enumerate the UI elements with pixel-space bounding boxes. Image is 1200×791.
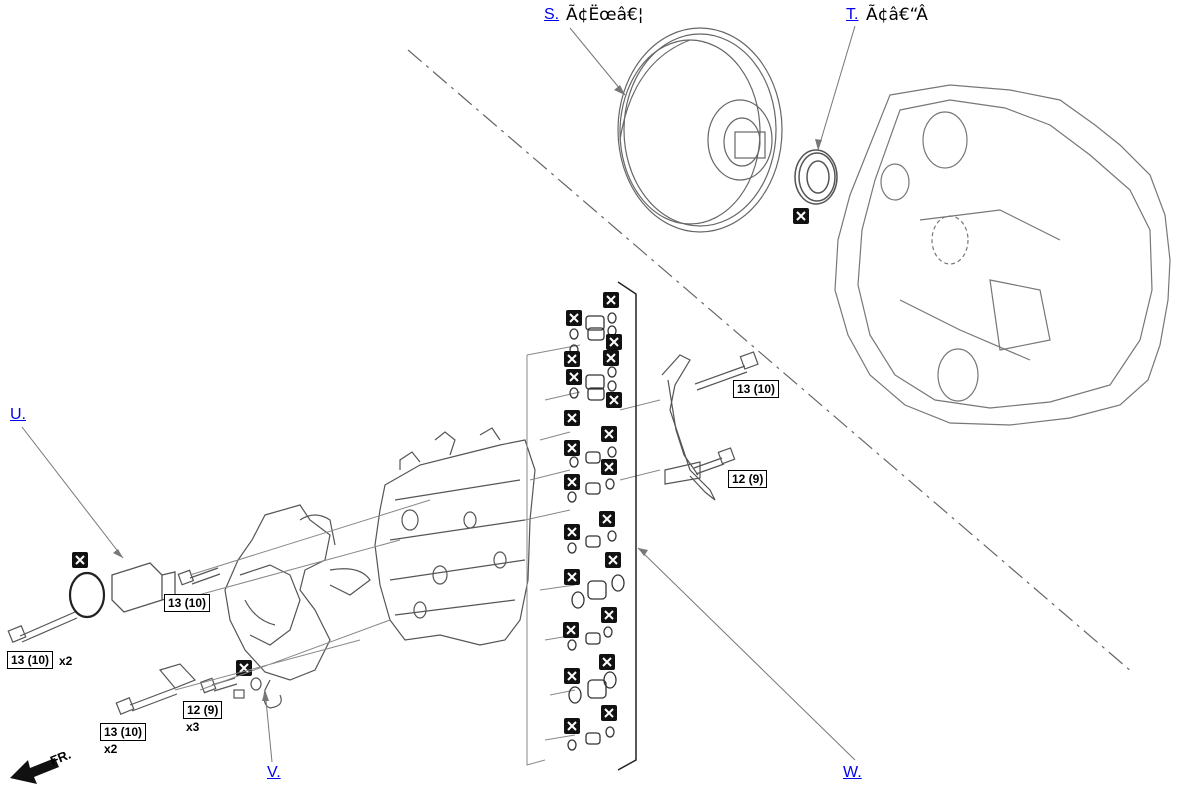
callout-s-text: Ã¢Ëœâ€¦ bbox=[566, 5, 644, 25]
torque-spec-label: 13 (10) bbox=[733, 380, 780, 398]
quantity-label: x2 bbox=[59, 654, 73, 668]
callout-arrowheads bbox=[113, 85, 822, 701]
callout-t-link[interactable]: T. bbox=[846, 6, 859, 23]
callout-v-link[interactable]: V. bbox=[267, 764, 281, 781]
replace-part-icon bbox=[600, 458, 618, 476]
callout-t-text: Ã¢â€“Â bbox=[866, 5, 928, 25]
center-axis-line bbox=[407, 49, 1133, 673]
replace-part-icon bbox=[600, 606, 618, 624]
replace-part-icon bbox=[563, 568, 581, 586]
torque-spec-label: 13 (10) bbox=[7, 651, 54, 669]
torque-spec-label: 13 (10) bbox=[164, 594, 211, 612]
replace-part-icon bbox=[563, 717, 581, 735]
quantity-label: x2 bbox=[104, 742, 118, 756]
wire-harness-bracket bbox=[224, 504, 371, 709]
callout-s-link[interactable]: S. bbox=[544, 6, 560, 23]
torque-spec-label: 12 (9) bbox=[183, 701, 223, 719]
replace-part-icon bbox=[602, 349, 620, 367]
oil-seal bbox=[794, 149, 838, 205]
replace-part-icon bbox=[563, 350, 581, 368]
solenoid bbox=[68, 562, 176, 619]
replace-part-icon bbox=[563, 523, 581, 541]
replace-part-icon bbox=[562, 621, 580, 639]
replace-part-icon bbox=[598, 653, 616, 671]
replace-part-icon bbox=[563, 473, 581, 491]
torque-spec-label: 13 (10) bbox=[100, 723, 147, 741]
transmission-housing bbox=[834, 84, 1171, 426]
replace-part-icon bbox=[71, 551, 89, 569]
replace-part-icon bbox=[600, 425, 618, 443]
replace-part-icon bbox=[605, 333, 623, 351]
front-arrow-icon bbox=[10, 758, 59, 784]
replace-part-icon bbox=[602, 291, 620, 309]
replace-part-icon bbox=[563, 439, 581, 457]
pipe-bracket bbox=[661, 354, 716, 501]
callout-u-link[interactable]: U. bbox=[10, 406, 26, 423]
callout-w-link[interactable]: W. bbox=[843, 764, 862, 781]
replace-part-icon bbox=[565, 368, 583, 386]
replace-part-icon bbox=[565, 309, 583, 327]
quantity-label: x3 bbox=[186, 720, 200, 734]
replace-part-icon bbox=[604, 551, 622, 569]
accumulator-components bbox=[567, 312, 625, 751]
replace-part-icon bbox=[792, 207, 810, 225]
replace-part-markers bbox=[562, 291, 623, 735]
replace-part-icon bbox=[605, 391, 623, 409]
bolt bbox=[7, 611, 78, 643]
assembly-guide-lines bbox=[174, 344, 661, 766]
replace-part-icon bbox=[600, 704, 618, 722]
group-bracket bbox=[617, 281, 637, 771]
replace-part-icon bbox=[563, 409, 581, 427]
bolt bbox=[693, 447, 736, 475]
torque-spec-label: 12 (9) bbox=[728, 470, 768, 488]
valve-body bbox=[374, 427, 536, 646]
bolt bbox=[177, 567, 221, 586]
replace-part-icon bbox=[563, 667, 581, 685]
torque-converter bbox=[617, 27, 783, 233]
callout-leaders bbox=[21, 25, 856, 763]
bolt bbox=[694, 351, 759, 391]
replace-part-icon bbox=[598, 510, 616, 528]
